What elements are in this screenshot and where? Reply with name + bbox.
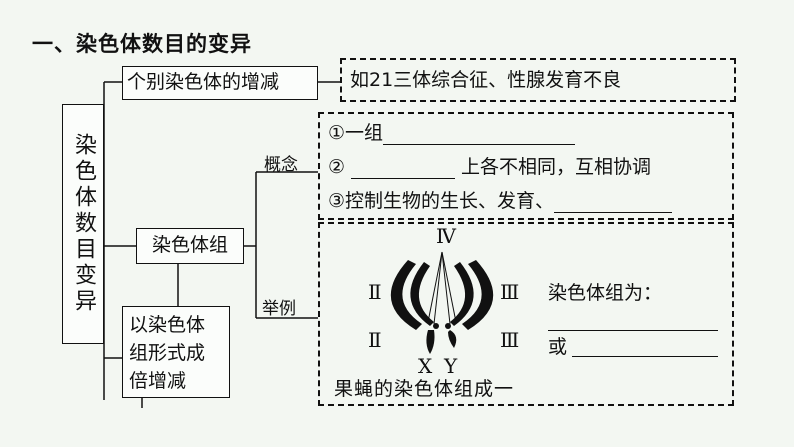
label-concept: 概念 — [264, 155, 298, 175]
label-example: 举例 — [262, 299, 296, 319]
branch-individual-box: 个别染色体的增减 — [122, 66, 318, 100]
branch-multiple-box: 以染色体组形式成倍增减 — [122, 306, 230, 398]
concept-line-1: ①一组 — [328, 118, 576, 145]
blank-set-answer-2[interactable] — [572, 334, 718, 357]
fruit-fly-karyotype-diagram — [390, 251, 494, 354]
page-heading: 一、染色体数目的变异 — [32, 32, 252, 56]
set-is-label: 染色体组为： — [548, 282, 663, 304]
label-x-chromosome: X — [418, 354, 433, 378]
example-set-box: Ⅳ Ⅱ Ⅱ Ⅲ Ⅲ X Y 染色体组为： 或 果蝇的染色体组成一 — [318, 222, 734, 406]
example-individual-box: 如21三体综合征、性腺发育不良 — [340, 58, 736, 102]
label-y-chromosome: Y — [444, 354, 458, 378]
blank-1[interactable] — [383, 122, 576, 145]
blank-2[interactable] — [351, 156, 456, 179]
root-box-chromosome-number-variation: 染色体数目变异 — [62, 104, 104, 344]
label-roman-ii-bottom: Ⅱ — [368, 328, 382, 352]
example-caption: 果蝇的染色体组成一 — [334, 378, 515, 400]
label-roman-iii-top: Ⅲ — [500, 280, 520, 304]
label-roman-iv: Ⅳ — [436, 224, 456, 248]
branch-set-box: 染色体组 — [136, 228, 244, 264]
concept-line-3: ③控制生物的生长、发育、 — [328, 186, 673, 213]
blank-set-answer-1[interactable] — [548, 308, 718, 331]
label-roman-iii-bottom: Ⅲ — [500, 328, 520, 352]
blank-3[interactable] — [554, 190, 673, 213]
label-roman-ii-top: Ⅱ — [368, 280, 382, 304]
or-label: 或 — [548, 336, 568, 358]
